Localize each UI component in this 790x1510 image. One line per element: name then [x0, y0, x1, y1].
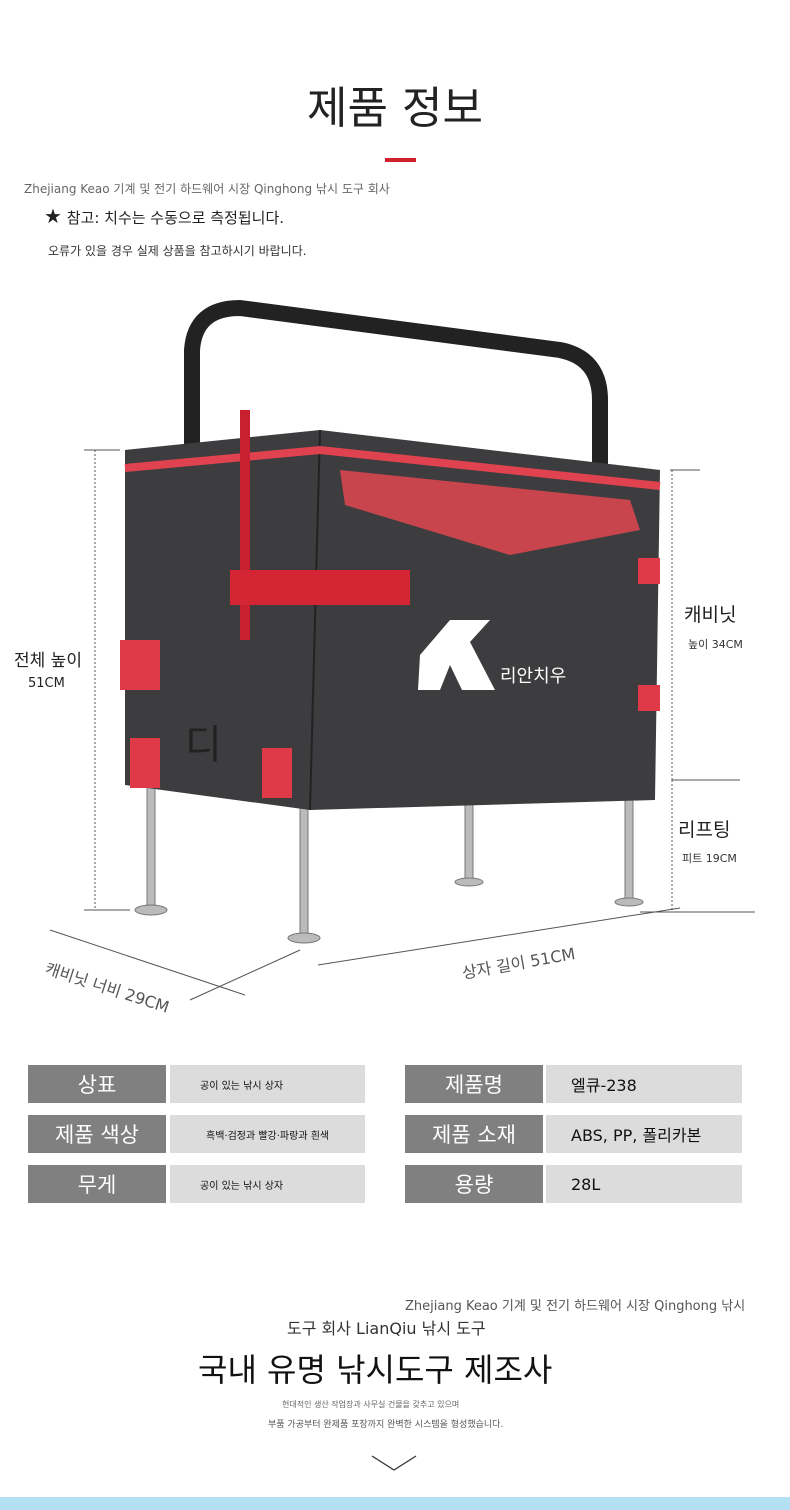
title-underline: [385, 158, 416, 162]
spec-key: 상표: [28, 1065, 166, 1103]
total-height-label: 전체 높이: [14, 651, 82, 671]
page-title: 제품 정보: [307, 83, 483, 134]
footer-company-line1: Zhejiang Keao 기계 및 전기 하드웨어 시장 Qinghong 낚…: [405, 1299, 746, 1314]
company-name: Zhejiang Keao 기계 및 전기 하드웨어 시장 Qinghong 낚…: [24, 182, 390, 196]
note-subtext: 오류가 있을 경우 실제 상품을 참고하시기 바랍니다.: [48, 244, 307, 258]
spec-value: ABS, PP, 폴리카본: [546, 1115, 742, 1153]
lift-value: 피트 19CM: [682, 852, 737, 865]
box-legs: [134, 784, 644, 944]
footer-desc2: 부품 가공부터 완제품 포장까지 완벽한 시스템을 형성했습니다.: [268, 1420, 504, 1430]
side-mark: 디: [185, 722, 222, 768]
spec-value: 공이 있는 낚시 상자: [170, 1065, 365, 1103]
footer-company-line2: 도구 회사 LianQiu 낚시 도구: [287, 1319, 486, 1338]
measurement-note: ★ 참고: 치수는 수동으로 측정됩니다.: [44, 204, 284, 228]
footer-headline: 국내 유명 낚시도구 제조사: [198, 1351, 553, 1389]
brand-logo-icon: [418, 620, 495, 690]
spec-key: 제품 색상: [28, 1115, 166, 1153]
cabinet-height: 높이 34CM: [688, 638, 743, 651]
brand-text: 리안치우: [500, 666, 566, 687]
product-image: 리안치우 디: [49, 300, 755, 1001]
star-icon: ★: [44, 204, 62, 228]
note-text: 참고: 치수는 수동으로 측정됩니다.: [66, 209, 285, 227]
lid-tray: [340, 470, 640, 555]
footer-desc1: 현대적인 생산 작업장과 사무실 건물을 갖추고 있으며: [282, 1400, 460, 1409]
cabinet-label: 캐비닛: [684, 604, 737, 626]
spec-key: 제품명: [405, 1065, 543, 1103]
spec-key: 용량: [405, 1165, 543, 1203]
rod-holder: [240, 410, 250, 640]
carry-handle: [184, 300, 608, 510]
spec-value: 흑백·검정과 빨강·파랑과 흰색: [170, 1115, 365, 1153]
dimension-lines: [49, 449, 755, 1001]
spec-value: 엘큐-238: [546, 1065, 742, 1103]
chevron-down-icon[interactable]: [370, 1453, 418, 1473]
red-trim: [124, 445, 661, 490]
spec-key: 무게: [28, 1165, 166, 1203]
total-height-value: 51CM: [28, 676, 65, 691]
spec-value: 공이 있는 낚시 상자: [170, 1165, 365, 1203]
lift-label: 리프팅: [678, 819, 731, 841]
spec-key: 제품 소재: [405, 1115, 543, 1153]
spec-value: 28L: [546, 1165, 742, 1203]
bottom-band: [0, 1497, 790, 1510]
